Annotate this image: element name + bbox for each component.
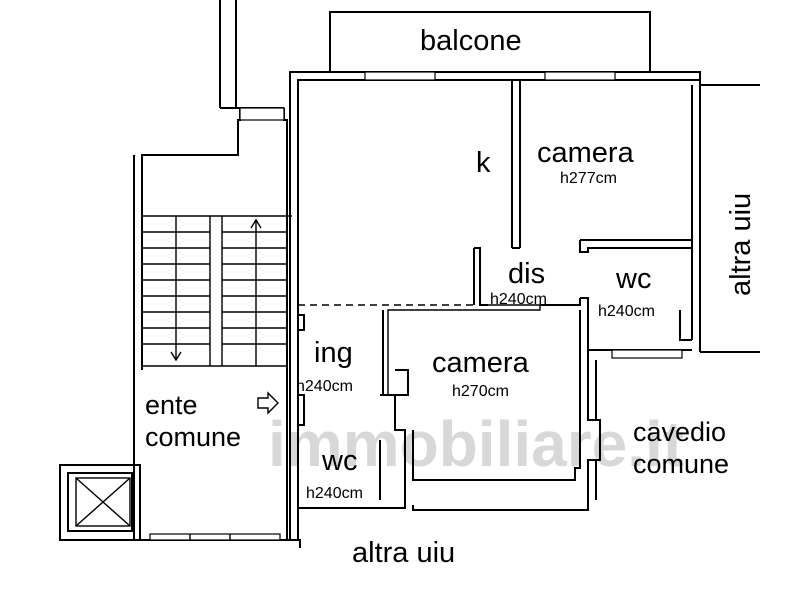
stair-steps [142,231,287,345]
entrance-arrow-icon [257,391,279,415]
bedroom2-label: camera [432,347,530,379]
window-kitchen [364,71,436,81]
other-unit-right-label: altra uiu [725,193,757,296]
wc2-height: h240cm [306,485,363,502]
courtyard-label-line1: cavedio [633,417,726,447]
bottom-entrance [149,533,281,541]
ing-height: h240cm [296,378,353,395]
common-door [149,533,281,541]
window-wc1 [611,349,683,359]
wc1-label: wc [615,263,651,295]
window-stair [239,107,285,121]
common-label-line1: ente [145,390,198,420]
balcony-label: balcone [420,25,522,57]
common-label-line2: comune [145,422,241,452]
elevator-shaft [59,464,141,541]
other-unit-bottom-label: altra uiu [352,537,455,569]
bedroom1-label: camera [537,137,635,169]
wc2-label: wc [321,445,357,477]
bedroom2-height: h270cm [452,383,509,400]
wc1-height: h240cm [598,303,655,320]
stair-down-arrow-icon [170,351,182,362]
interior-walls-lower [298,310,601,511]
stair-up-arrow-icon [250,218,262,229]
balcony: balcone [329,11,651,72]
window-bedroom1 [544,71,616,81]
bedroom1-height: h277cm [560,170,617,187]
dis-label: dis [508,258,545,290]
ing-label: ing [314,337,353,369]
watermark-text: immobiliare.it [268,408,684,480]
kitchen-label: k [476,147,491,179]
apartment-walls [289,71,760,540]
courtyard-label-line2: comune [633,449,729,479]
staircase [142,215,292,367]
dis-height: h240cm [490,291,547,308]
interior-walls-upper [383,80,692,396]
